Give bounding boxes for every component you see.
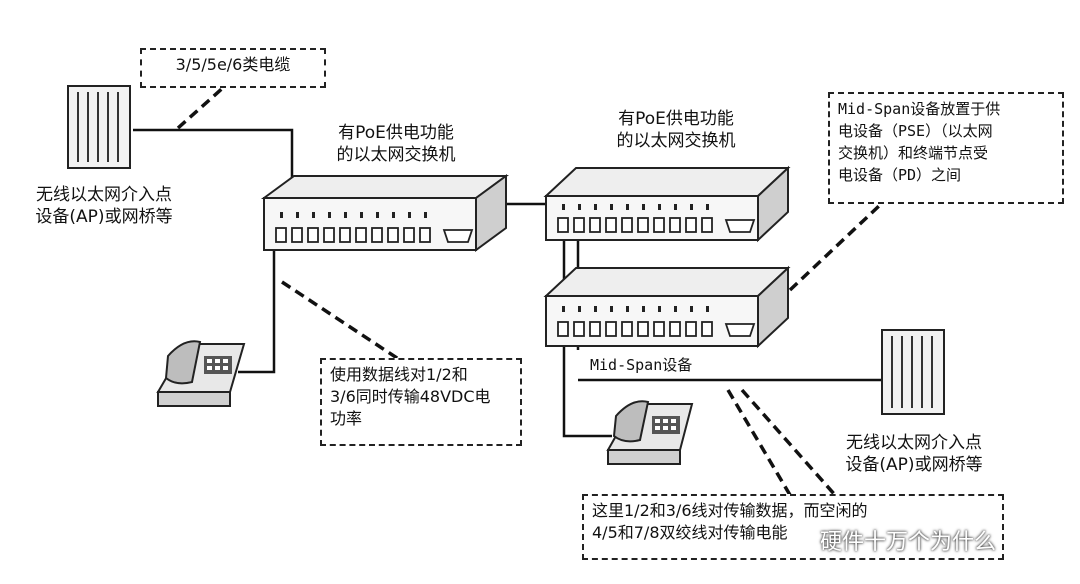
midspan-note-box: Mid-Span设备放置于供 电设备（PSE）（以太网 交换机）和终端节点受 电…	[828, 92, 1064, 204]
spare-pairs-box: 这里1/2和3/6线对传输数据，而空闲的 4/5和7/8双绞线对传输电能	[582, 494, 1004, 560]
poe-switch-2	[543, 165, 791, 243]
phone-right-icon	[606, 400, 694, 465]
poe-switch-1	[260, 174, 510, 252]
midspan-device	[543, 265, 791, 349]
leader-data-pairs	[281, 280, 401, 362]
cable-ap-to-switch1	[133, 128, 294, 192]
switch2-label: 有PoE供电功能 的以太网交换机	[616, 109, 736, 151]
ap-left-label: 无线以太网介入点 设备(AP)或网桥等	[35, 185, 173, 227]
leader-spare-a	[726, 389, 792, 496]
midspan-label: Mid-Span设备	[590, 356, 693, 374]
switch1-label: 有PoE供电功能 的以太网交换机	[336, 123, 456, 165]
leader-spare-b	[740, 388, 837, 497]
watermark: 硬件十万个为什么	[820, 530, 997, 555]
leader-midspan	[788, 203, 882, 292]
ap-right-label: 无线以太网介入点 设备(AP)或网桥等	[845, 433, 983, 475]
data-pairs-box: 使用数据线对1/2和 3/6同时传输48VDC电 功率	[320, 358, 522, 446]
ap-right-icon	[881, 329, 945, 415]
ap-left-icon	[67, 85, 131, 169]
cable-type-box: 3/5/5e/6类电缆	[140, 48, 326, 88]
phone-left-icon	[156, 340, 246, 407]
cable-phone-to-switch1	[238, 238, 282, 374]
leader-cable	[176, 84, 227, 130]
